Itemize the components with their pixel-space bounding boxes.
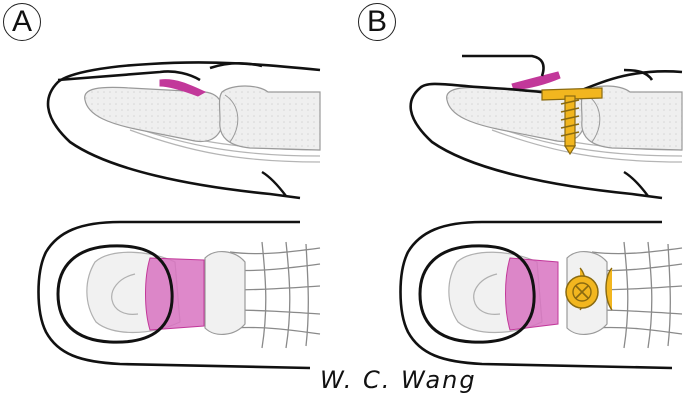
screw-head-icon xyxy=(565,267,613,311)
finger-outline-a-dorsal xyxy=(37,220,311,370)
ligament-band-a xyxy=(145,257,205,331)
ligament-band-b xyxy=(505,257,559,331)
ligament-a xyxy=(159,79,207,97)
finger-outline-a xyxy=(46,61,321,200)
screw-icon xyxy=(541,87,603,156)
nail-a xyxy=(57,70,201,82)
panel-label-a: A xyxy=(3,3,41,41)
panel-a-lateral-view xyxy=(46,61,321,200)
nail-b xyxy=(462,54,545,77)
panel-label-b: B xyxy=(358,3,396,41)
nail-outline-a xyxy=(56,244,174,344)
ligament-b xyxy=(511,71,561,91)
middle-phalanx xyxy=(218,85,321,151)
panel-b-dorsal-view xyxy=(399,220,683,370)
artist-signature: W. C. Wang xyxy=(320,366,477,394)
middle-phalanx-dorsal xyxy=(204,251,246,335)
distal-phalanx xyxy=(84,86,225,143)
panel-a-dorsal-view xyxy=(37,220,321,370)
panel-b-lateral-view xyxy=(409,54,683,200)
